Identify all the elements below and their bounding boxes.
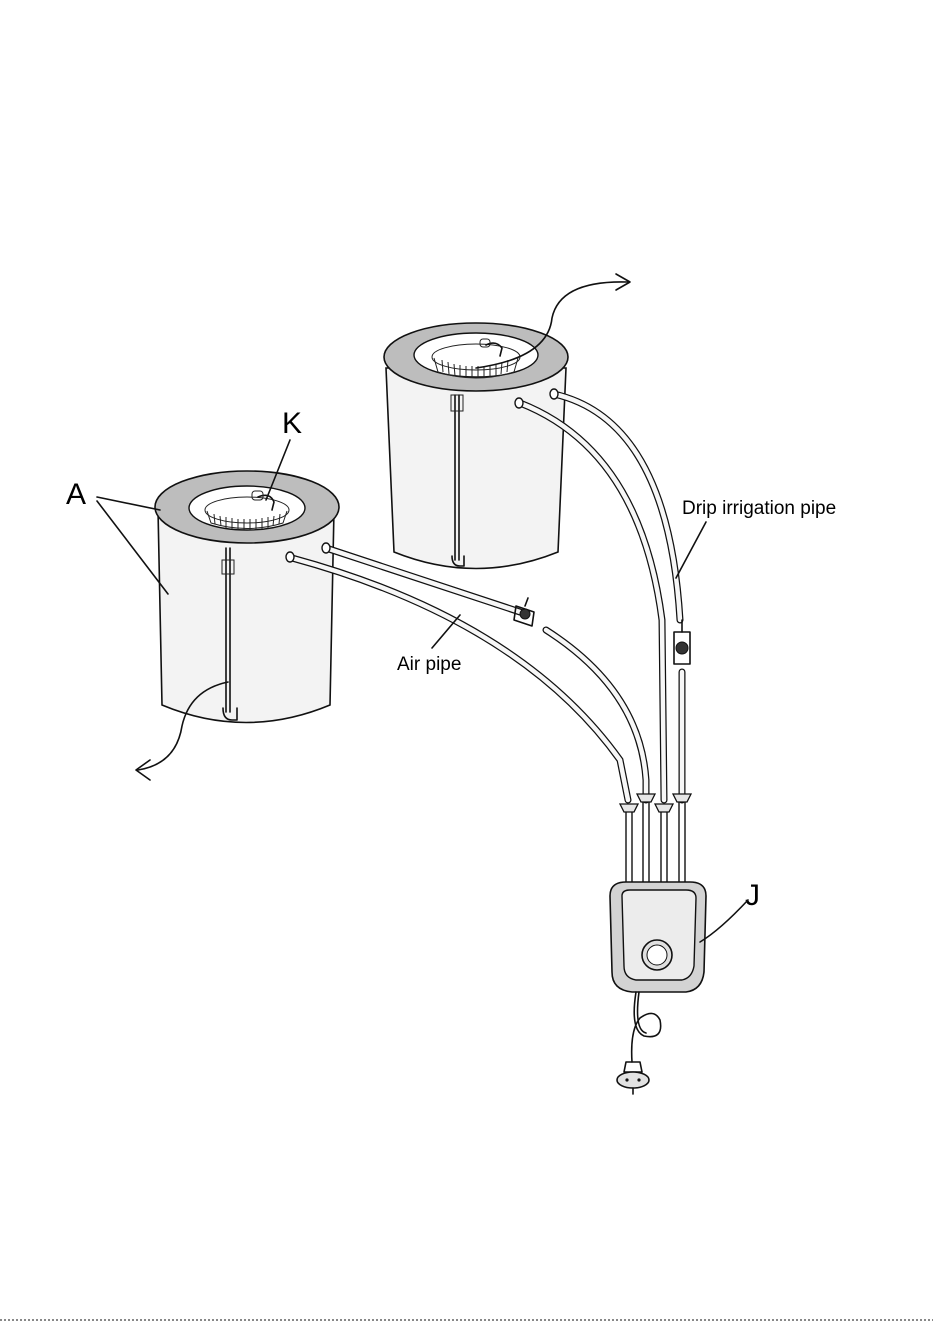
callout-A: A xyxy=(66,478,168,594)
front-bucket xyxy=(155,471,339,723)
label-A: A xyxy=(66,478,86,511)
callout-air-pipe: Air pipe xyxy=(397,615,461,675)
label-K: K xyxy=(282,407,302,440)
power-plug-icon xyxy=(617,1062,649,1094)
label-drip-irrigation-pipe: Drip irrigation pipe xyxy=(682,498,836,519)
back-bucket xyxy=(384,323,568,569)
callout-drip-irrigation-pipe: Drip irrigation pipe xyxy=(676,498,836,578)
callout-J: J xyxy=(700,879,760,942)
label-J: J xyxy=(745,879,760,912)
pump-unit xyxy=(610,882,706,1094)
label-air-pipe: Air pipe xyxy=(397,654,461,675)
drip-valve xyxy=(674,620,690,664)
